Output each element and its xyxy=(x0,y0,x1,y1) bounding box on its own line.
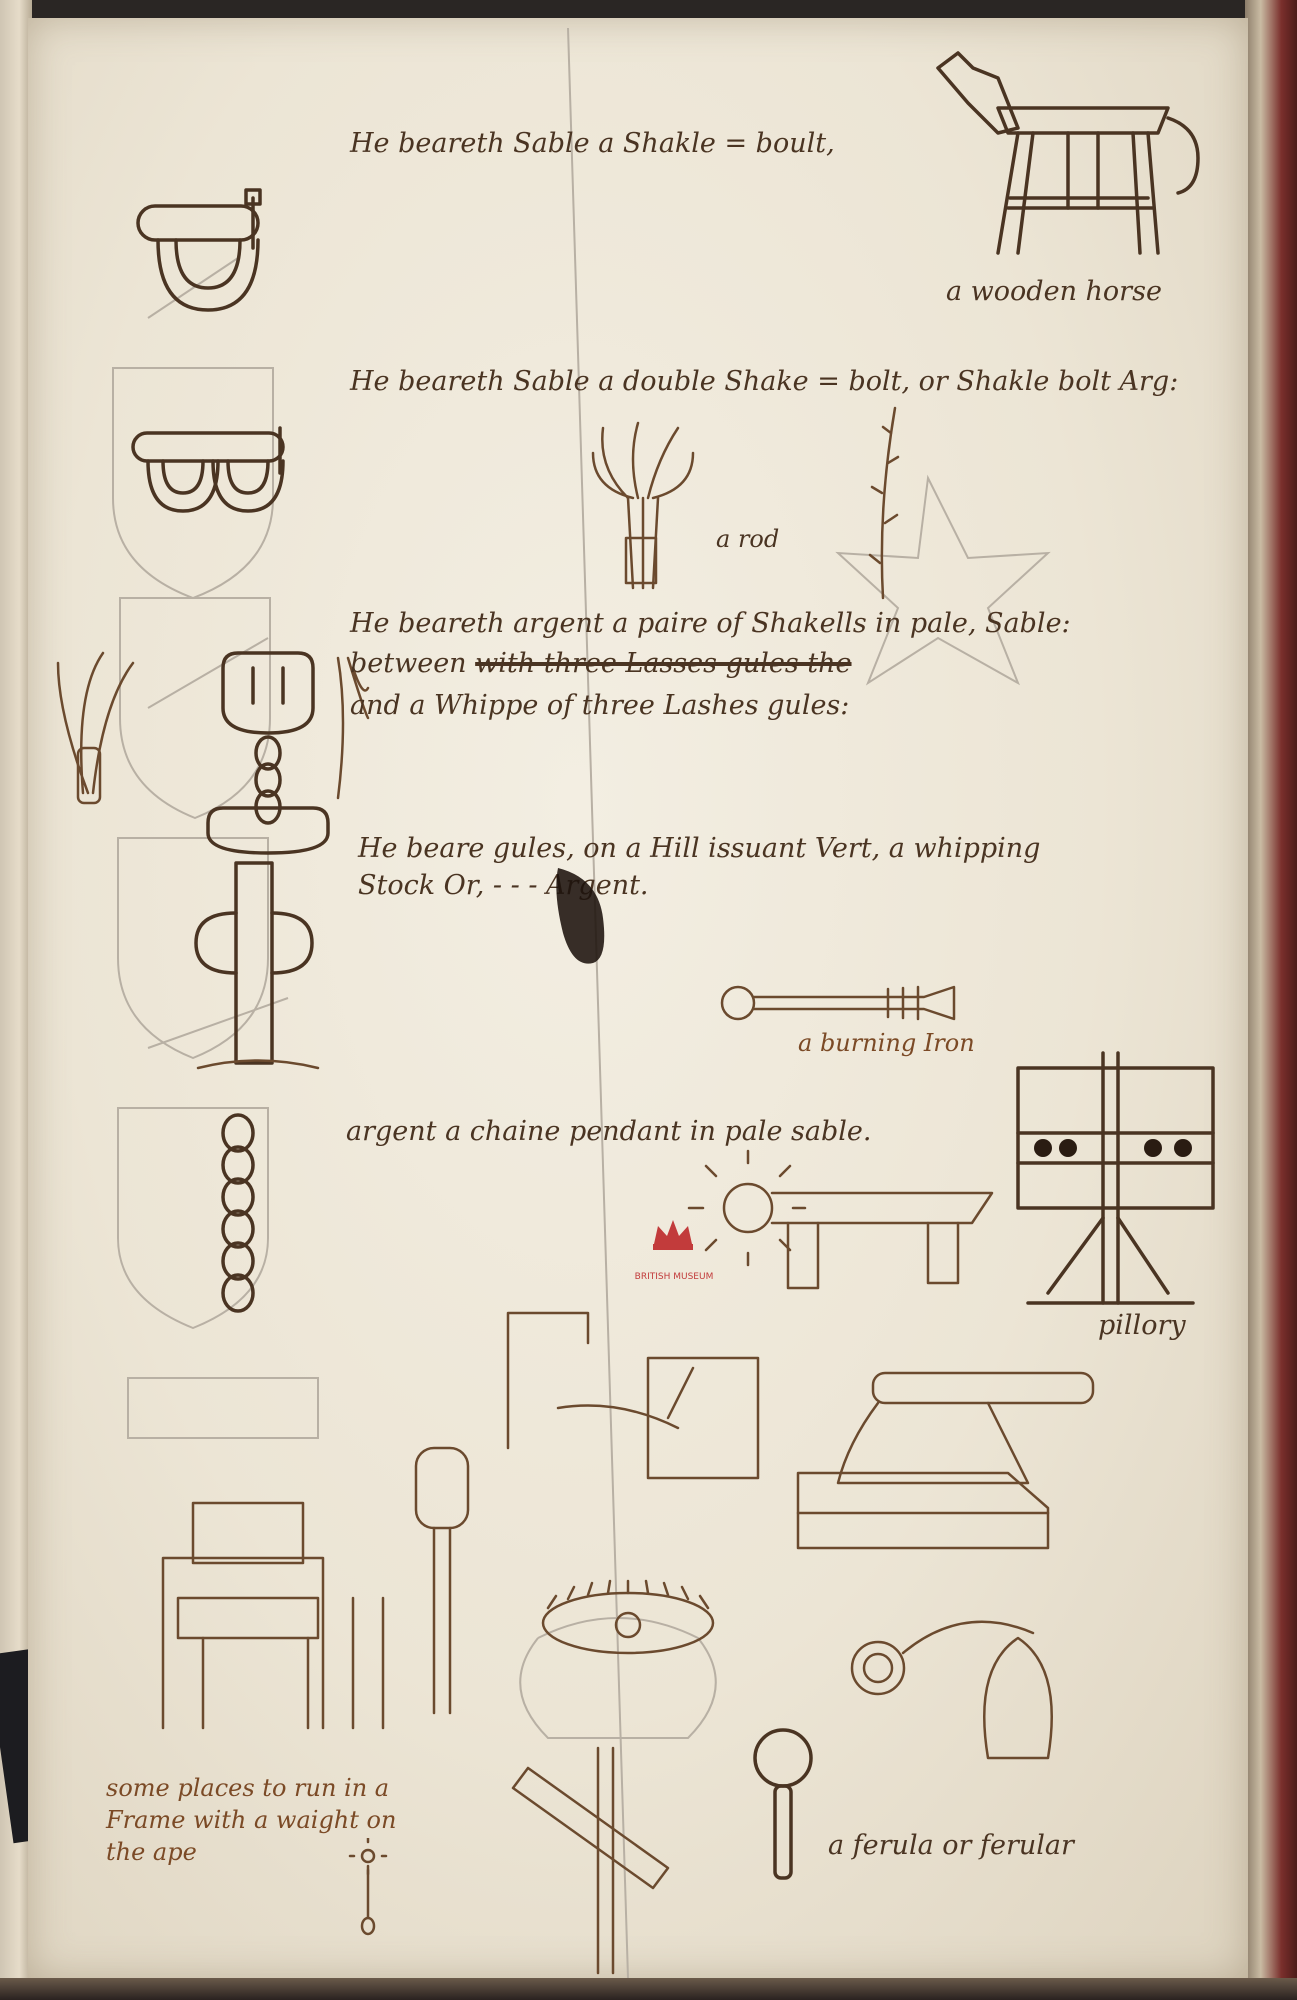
entry-2-text: He beareth Sable a double Shake = bolt, … xyxy=(350,366,1179,397)
book-edge-right xyxy=(1245,0,1297,2000)
beheading-block-sketch xyxy=(796,1371,1095,1550)
label-rod: a rod xyxy=(716,525,780,553)
bottom-edge xyxy=(0,1978,1297,2000)
entry-4-line-2: Stock Or, - - - Argent. xyxy=(358,870,649,901)
entry-1-text: He beareth Sable a Shakle = boult, xyxy=(350,128,835,159)
rod-sketch xyxy=(868,406,900,600)
ferula-sketch xyxy=(753,1728,813,1880)
wooden-horse-sketch xyxy=(936,51,1200,255)
mallet-post-sketch xyxy=(414,1446,470,1715)
shackles-in-pale-sketch xyxy=(206,651,370,855)
entry-3-line-1: He beareth argent a paire of Shakells in… xyxy=(350,608,1071,639)
burning-iron-sketch xyxy=(720,985,956,1021)
whip-left-sketch xyxy=(56,651,135,805)
stamp-text: BRITISH MUSEUM xyxy=(634,1272,714,1282)
note-line-2: Frame with a waight on xyxy=(106,1806,397,1834)
ink-blot xyxy=(556,868,605,964)
label-ferula: a ferula or ferular xyxy=(828,1830,1074,1861)
entry-3-line-3: and a Whippe of three Lashes gules: xyxy=(350,690,850,721)
birch-sketch xyxy=(591,421,695,590)
chair-sketch xyxy=(161,1501,385,1730)
entry-3-between: between xyxy=(350,648,476,679)
pillory-sketch xyxy=(1016,1051,1215,1305)
spiked-collar-sketch xyxy=(541,1579,715,1655)
ring-and-bell-sketch xyxy=(850,1620,1053,1760)
label-wooden-horse: a wooden horse xyxy=(946,276,1162,307)
double-shackle-sketch xyxy=(131,426,285,513)
shackle-bolt-sketch xyxy=(136,188,262,312)
note-line-3: the ape xyxy=(106,1838,197,1866)
entry-4-line-1: He beare gules, on a Hill issuant Vert, … xyxy=(358,833,1041,864)
whipping-stock-sketch xyxy=(194,861,320,1070)
label-burning-iron: a burning Iron xyxy=(798,1029,975,1057)
entry-5-text: argent a chaine pendant in pale sable. xyxy=(346,1116,872,1147)
entry-3-line-2: between with three Lasses gules the xyxy=(350,648,852,680)
gallows-sketch xyxy=(506,1311,760,1480)
small-mace-sketch xyxy=(348,1838,388,1936)
note-line-1: some places to run in a xyxy=(106,1774,390,1802)
entry-3-struck-text: with three Lasses gules the xyxy=(475,648,852,679)
manuscript-page: He beareth Sable a Shakle = boult, a woo… xyxy=(28,18,1248,1980)
chain-pendant-sketch xyxy=(221,1113,255,1313)
museum-stamp xyxy=(653,1220,693,1250)
spiked-device-sketch xyxy=(687,1149,994,1290)
label-pillory: pillory xyxy=(1098,1310,1186,1341)
cross-frame-sketch xyxy=(511,1746,670,1975)
